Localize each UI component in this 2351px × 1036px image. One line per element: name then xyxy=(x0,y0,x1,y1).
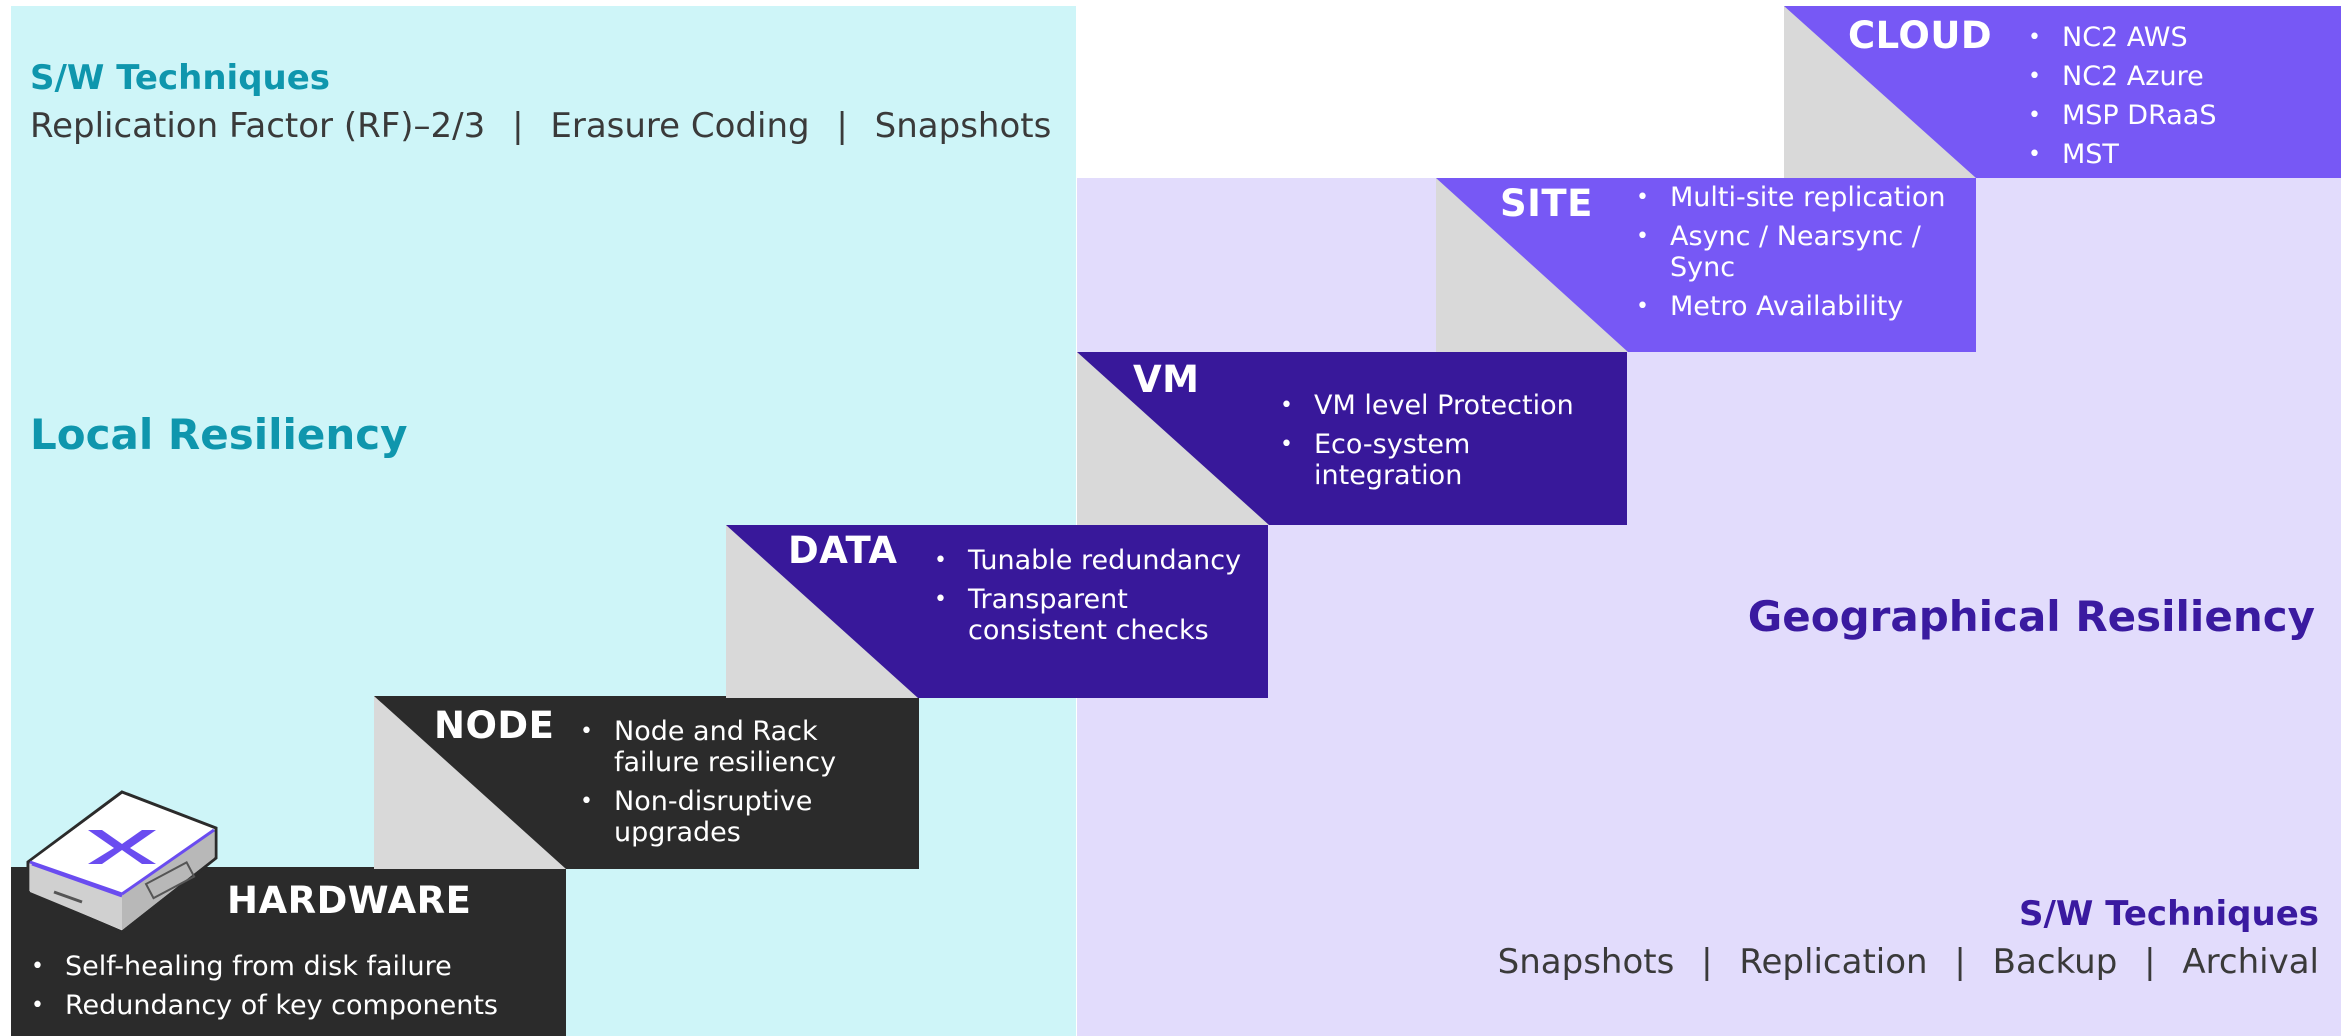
separator: | xyxy=(836,106,848,146)
bullet-item: VM level Protection xyxy=(1280,390,1625,421)
geographical-resiliency-title: Geographical Resiliency xyxy=(1747,592,2315,641)
bullet-item: Node and Rack failure resiliency xyxy=(580,716,910,778)
hardware-server-icon xyxy=(26,790,218,934)
geo-technique: Backup xyxy=(1992,942,2118,982)
local-sw-techniques-heading: S/W Techniques xyxy=(30,58,331,98)
bullet-item: Eco-system integration xyxy=(1280,429,1625,491)
step-bullets: Tunable redundancy Transparent consisten… xyxy=(934,545,1264,654)
geo-technique: Snapshots xyxy=(1497,942,1675,982)
bullet-item: Async / Nearsync / Sync xyxy=(1636,221,1966,283)
bullet-item: Metro Availability xyxy=(1636,291,1966,322)
local-technique: Snapshots xyxy=(874,106,1052,146)
geo-techniques-line: Snapshots | Replication | Backup | Archi… xyxy=(1498,942,2319,982)
bullet-item: MST xyxy=(2028,139,2328,170)
bullet-item: Redundancy of key components xyxy=(31,990,561,1021)
local-technique: Replication Factor (RF)–2/3 xyxy=(30,106,486,146)
geo-technique: Archival xyxy=(2182,942,2319,982)
bullet-item: Non-disruptive upgrades xyxy=(580,786,910,848)
step-site: SITE Multi-site replication Async / Near… xyxy=(1436,178,1976,352)
step-title: CLOUD xyxy=(1848,14,1993,57)
bullet-item: Multi-site replication xyxy=(1636,182,1966,213)
step-title: NODE xyxy=(434,704,555,747)
step-data: DATA Tunable redundancy Transparent cons… xyxy=(726,525,1268,698)
bullet-item: Self-healing from disk failure xyxy=(31,951,561,982)
bullet-item: NC2 AWS xyxy=(2028,22,2328,53)
geo-sw-techniques-heading: S/W Techniques xyxy=(2018,894,2319,934)
step-bullets: NC2 AWS NC2 Azure MSP DRaaS MST xyxy=(2028,22,2328,178)
step-bullets: VM level Protection Eco-system integrati… xyxy=(1280,390,1625,499)
bullet-item: NC2 Azure xyxy=(2028,61,2328,92)
step-title: DATA xyxy=(788,529,898,572)
local-techniques-line: Replication Factor (RF)–2/3 | Erasure Co… xyxy=(30,106,1051,146)
step-vm: VM VM level Protection Eco-system integr… xyxy=(1077,352,1627,525)
local-resiliency-title: Local Resiliency xyxy=(30,410,408,459)
separator: | xyxy=(512,106,524,146)
separator: | xyxy=(1701,942,1713,982)
step-title: SITE xyxy=(1500,182,1593,225)
separator: | xyxy=(2144,942,2156,982)
separator: | xyxy=(1954,942,1966,982)
step-bullets: Self-healing from disk failure Redundanc… xyxy=(31,951,561,1029)
geo-technique: Replication xyxy=(1739,942,1928,982)
step-title: HARDWARE xyxy=(227,879,472,922)
bullet-item: Tunable redundancy xyxy=(934,545,1264,576)
bullet-item: Transparent consistent checks xyxy=(934,584,1264,646)
step-title: VM xyxy=(1133,358,1200,401)
local-technique: Erasure Coding xyxy=(550,106,810,146)
step-node: NODE Node and Rack failure resiliency No… xyxy=(374,696,919,869)
step-bullets: Multi-site replication Async / Nearsync … xyxy=(1636,182,1966,330)
step-cloud: CLOUD NC2 AWS NC2 Azure MSP DRaaS MST xyxy=(1784,6,2341,178)
step-bullets: Node and Rack failure resiliency Non-dis… xyxy=(580,716,910,856)
bullet-item: MSP DRaaS xyxy=(2028,100,2328,131)
